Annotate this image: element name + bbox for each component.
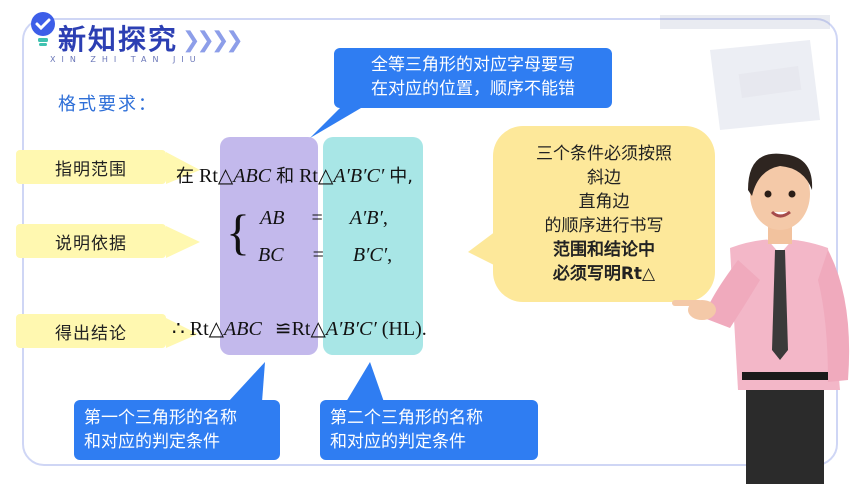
basis-label: 说明依据 xyxy=(16,224,166,258)
theorem-reason: (HL). xyxy=(381,318,427,340)
conclusion-label-tail xyxy=(166,318,198,348)
math-triangle-prefix: Rt△ xyxy=(189,318,225,340)
top-callout-line: 在对应的位置，顺序不能错 xyxy=(371,79,575,99)
callout-line: 和对应的判定条件 xyxy=(84,432,220,452)
rule-line: 必须写明Rt△ xyxy=(552,264,656,284)
math-triangle-prefix: Rt△ xyxy=(291,318,326,340)
eq-left: BC xyxy=(258,244,284,266)
equation-hypotenuse: AB = A′B′, xyxy=(260,207,388,230)
eq-left: AB xyxy=(260,207,285,229)
rules-bubble-tail xyxy=(468,228,500,268)
first-triangle-callout: 第一个三角形的名称 和对应的判定条件 xyxy=(74,400,280,460)
rule-line: 的顺序进行书写 xyxy=(544,216,664,236)
format-requirement-label: 格式要求： xyxy=(58,94,158,115)
second-triangle-callout: 第二个三角形的名称 和对应的判定条件 xyxy=(320,400,538,460)
left-callout-tail xyxy=(228,362,265,402)
top-callout: 全等三角形的对应字母要写 在对应的位置，顺序不能错 xyxy=(334,48,612,108)
scope-label-tail xyxy=(166,152,200,184)
math-line-conclusion: ∴ Rt△ABC ≌Rt△A′B′C′ (HL). xyxy=(172,316,427,341)
second-triangle-highlight xyxy=(323,137,423,355)
math-word: 和 xyxy=(276,166,295,187)
math-triangle-name: ABC xyxy=(233,165,272,187)
math-triangle-name: A′B′C′ xyxy=(333,165,385,187)
rule-line: 斜边 xyxy=(587,168,621,188)
callout-line: 第一个三角形的名称 xyxy=(84,408,237,428)
eq-op: = xyxy=(311,207,323,229)
therefore-symbol: ∴ xyxy=(172,318,185,340)
rule-line: 直角边 xyxy=(578,192,630,212)
eq-tail: , xyxy=(382,207,388,229)
math-book-decoration xyxy=(640,10,840,140)
brace-icon: { xyxy=(226,204,250,260)
eq-op: = xyxy=(312,244,324,266)
right-callout-tail xyxy=(346,362,384,402)
eq-tail: , xyxy=(387,244,393,266)
equation-leg: BC = B′C′, xyxy=(258,244,392,267)
math-triangle-prefix: Rt△ xyxy=(199,165,234,187)
callout-line: 和对应的判定条件 xyxy=(330,432,466,452)
rule-line: 范围和结论中 xyxy=(553,240,655,260)
math-word: 中, xyxy=(389,166,413,187)
callout-line: 第二个三角形的名称 xyxy=(330,408,483,428)
chevrons-icon: ❯❯❯❯ xyxy=(182,28,244,53)
top-callout-line: 全等三角形的对应字母要写 xyxy=(371,55,575,75)
top-callout-tail xyxy=(310,98,378,138)
first-triangle-highlight xyxy=(220,137,318,355)
math-triangle-prefix: Rt△ xyxy=(299,165,334,187)
teacher-illustration xyxy=(668,150,860,484)
page-title-pinyin: XIN ZHI TAN JIU xyxy=(50,55,202,64)
lightbulb-icon xyxy=(30,12,56,48)
math-triangle-name: A′B′C′ xyxy=(325,318,377,340)
math-triangle-name: ABC xyxy=(224,318,262,340)
basis-label-tail xyxy=(166,226,200,258)
writing-rules-bubble: 三个条件必须按照 斜边 直角边 的顺序进行书写 范围和结论中 必须写明Rt△ xyxy=(493,126,715,302)
scope-label: 指明范围 xyxy=(16,150,166,184)
rule-line: 三个条件必须按照 xyxy=(536,144,672,164)
congruent-symbol: ≌ xyxy=(274,318,292,340)
conclusion-label: 得出结论 xyxy=(16,314,166,348)
math-line-scope: 在 Rt△ABC 和 Rt△A′B′C′ 中, xyxy=(176,162,413,188)
math-word: 在 xyxy=(176,166,194,187)
page-title: 新知探究 xyxy=(58,23,179,56)
eq-right: A′B′ xyxy=(349,207,383,229)
eq-right: B′C′ xyxy=(352,244,388,266)
